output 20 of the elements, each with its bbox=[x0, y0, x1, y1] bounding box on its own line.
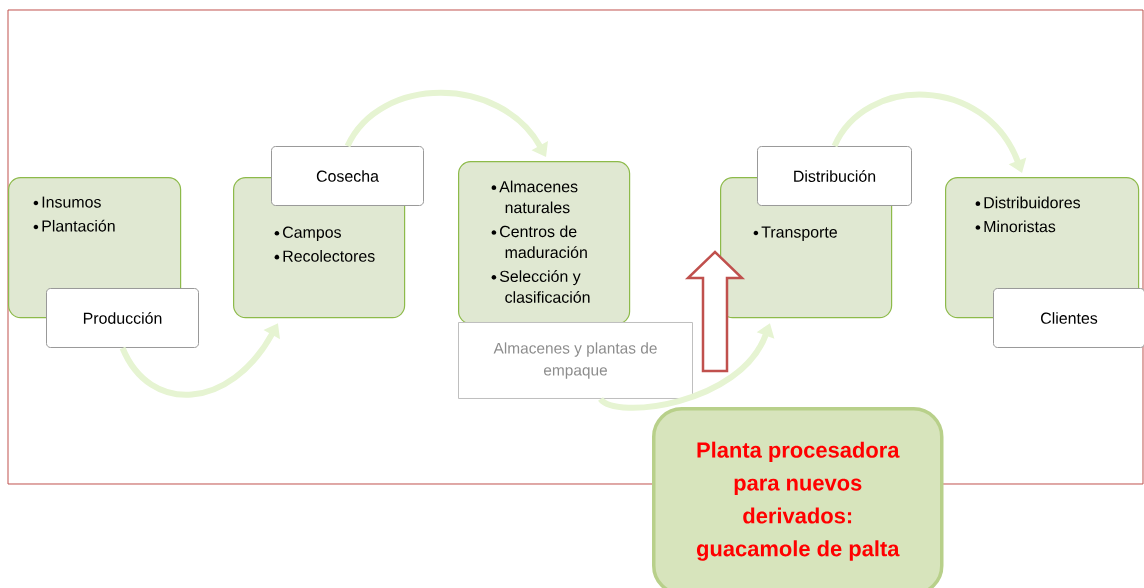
list-item: Transporte bbox=[753, 226, 837, 241]
callout-box: Planta procesadora para nuevos derivados: guacamole de palta bbox=[652, 407, 944, 588]
label-box: Cosecha bbox=[271, 146, 424, 206]
list-item: Centros de maduración bbox=[491, 225, 587, 259]
block-arrow bbox=[684, 250, 746, 373]
list-item: Insumos bbox=[33, 196, 101, 208]
label-box: Producción bbox=[46, 288, 199, 348]
list-item: Distribuidores bbox=[975, 196, 1081, 209]
list-box bbox=[458, 161, 631, 325]
list-item: Recolectores bbox=[274, 250, 375, 262]
list-item: Minoristas bbox=[975, 220, 1056, 233]
label-box: Clientes bbox=[993, 288, 1144, 348]
curved-arrow bbox=[344, 89, 548, 157]
list-item: Selección y clasificación bbox=[491, 270, 590, 303]
list-item: Campos bbox=[274, 226, 341, 242]
list-item: Almacenes naturales bbox=[491, 180, 578, 214]
list-item: Plantación bbox=[33, 219, 115, 232]
node-label: Clientes bbox=[1041, 312, 1098, 324]
label-box: Almacenes y plantas de empaque bbox=[458, 322, 693, 399]
label-box: Distribución bbox=[757, 146, 912, 206]
